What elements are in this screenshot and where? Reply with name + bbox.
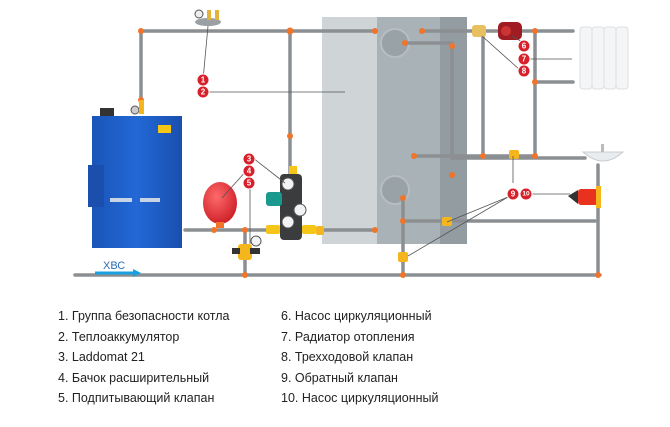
marker-10: 10	[519, 187, 533, 201]
make-up-valve	[232, 235, 262, 260]
boiler	[88, 100, 182, 248]
marker-2: 2	[196, 85, 210, 99]
heat-accumulator-tank	[322, 17, 467, 244]
cold-water-label: ХВС	[103, 260, 125, 272]
heating-scheme-diagram: 1 2 3 4 5 6 7 8 9 10 ХВС	[73, 9, 629, 278]
check-valves	[316, 150, 519, 262]
svg-text:5: 5	[247, 179, 252, 188]
circulation-pump-top	[498, 22, 522, 40]
marker-7: 7	[517, 52, 531, 66]
circulation-pump-dhw	[568, 186, 601, 208]
cold-water-inlet: ХВС	[95, 260, 141, 277]
three-way-valve	[472, 25, 486, 37]
legend-item: 4. Бачок расширительный	[58, 370, 210, 385]
svg-text:3: 3	[247, 155, 252, 164]
marker-5: 5	[242, 176, 256, 190]
marker-1: 1	[196, 73, 210, 87]
marker-6: 6	[517, 39, 531, 53]
legend-item: 6. Насос циркуляционный	[281, 309, 432, 323]
marker-9: 9	[506, 187, 520, 201]
svg-text:10: 10	[522, 191, 530, 198]
legend-item: 7. Радиатор отопления	[281, 329, 415, 344]
svg-text:9: 9	[511, 190, 516, 199]
washbasin	[581, 144, 625, 162]
legend-item: 5. Подпитывающий клапан	[58, 391, 215, 405]
markers: 1 2 3 4 5 6 7 8 9 10	[196, 39, 533, 201]
boiler-safety-group	[194, 9, 221, 26]
svg-text:4: 4	[247, 167, 252, 176]
svg-text:2: 2	[201, 88, 206, 97]
legend-left: 1. Группа безопасности котла 2. Теплоакк…	[58, 306, 229, 409]
legend-item: 1. Группа безопасности котла	[58, 309, 230, 323]
svg-text:6: 6	[522, 42, 527, 51]
leader-lines	[202, 25, 572, 257]
laddomat-unit	[266, 166, 316, 240]
marker-4: 4	[242, 164, 256, 178]
legend-item: 3. Laddomat 21	[58, 350, 145, 364]
legend-item: 9. Обратный клапан	[281, 370, 398, 385]
legend-item: 8. Трехходовой клапан	[281, 350, 414, 364]
svg-text:1: 1	[201, 76, 206, 85]
expansion-tank	[203, 182, 237, 228]
marker-8: 8	[517, 64, 531, 78]
legend-item: 10. Насос циркуляционный	[281, 391, 439, 405]
legend-right: 6. Насос циркуляционный 7. Радиатор отоп…	[281, 306, 439, 409]
legend-item: 2. Теплоаккумулятор	[58, 329, 180, 344]
pipe-joints	[138, 27, 601, 278]
marker-3: 3	[242, 152, 256, 166]
arrow-right-icon	[133, 269, 141, 277]
svg-text:7: 7	[522, 55, 527, 64]
radiator	[579, 26, 629, 90]
svg-text:8: 8	[522, 67, 527, 76]
